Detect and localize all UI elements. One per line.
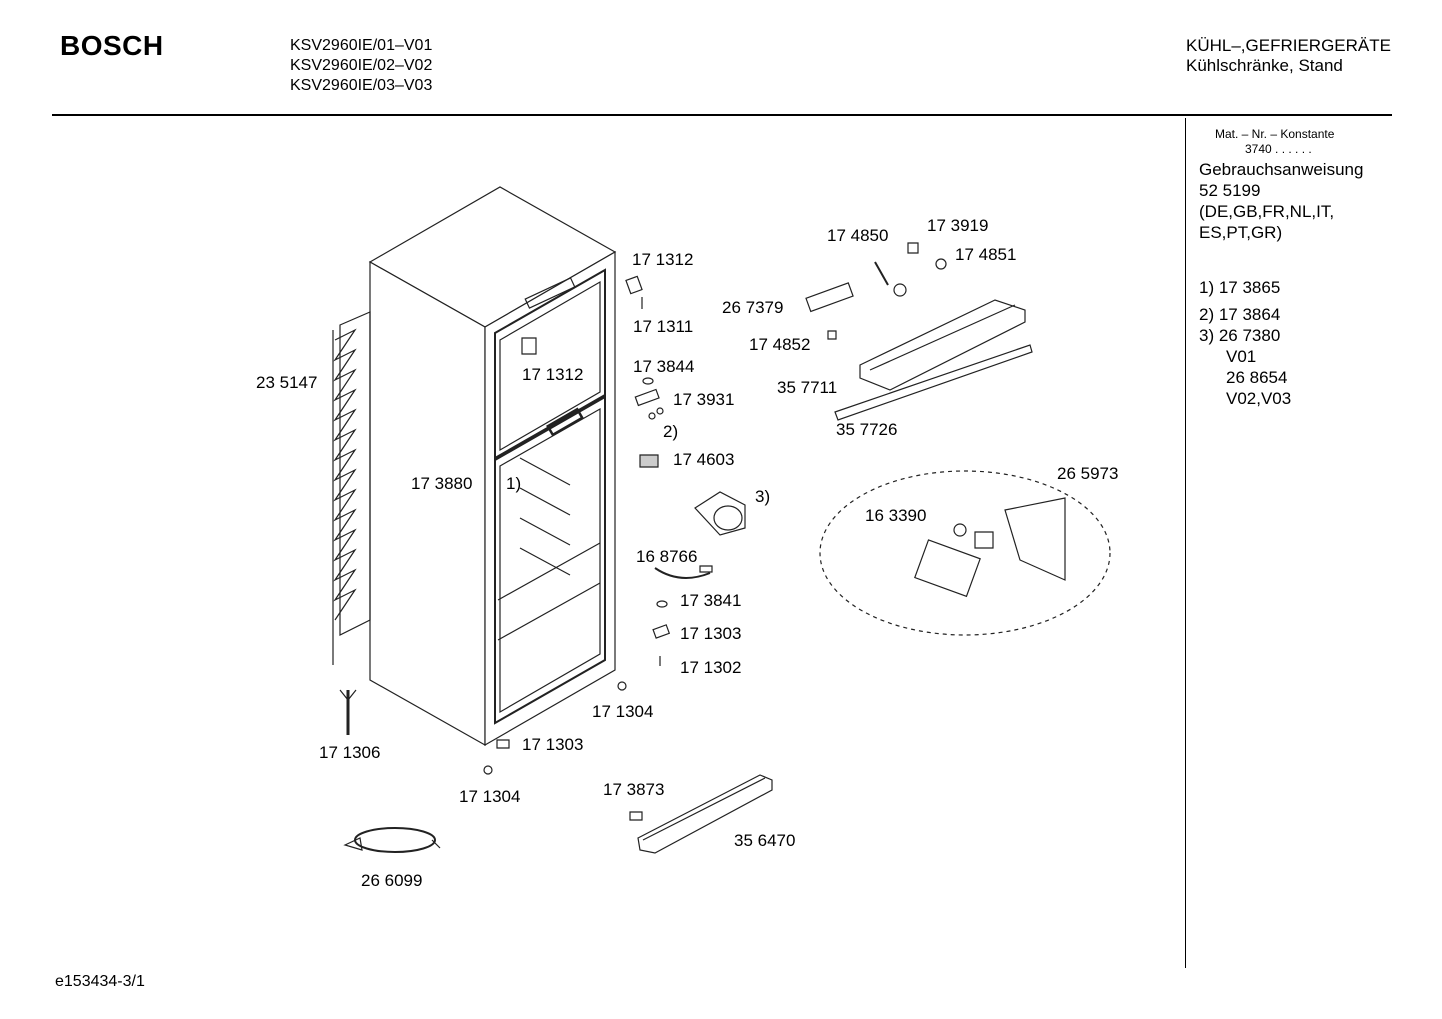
part-label: 17 3844	[633, 357, 695, 376]
part-label: 17 1303	[680, 624, 742, 643]
sidebar-divider	[1185, 118, 1186, 968]
cabinet-body	[370, 187, 615, 745]
part-label: 17 1304	[459, 787, 521, 806]
note-3-v01: V01	[1226, 347, 1257, 366]
mat-nr-value: 3740 . . . . . .	[1245, 142, 1312, 156]
part-label: 17 1304	[592, 702, 654, 721]
small-parts	[340, 276, 745, 774]
power-cord	[345, 828, 440, 852]
category: KÜHL–,GEFRIERGERÄTE Kühlschränke, Stand	[1186, 36, 1391, 76]
part-label: 2)	[663, 422, 679, 441]
part-label: 1)	[506, 474, 522, 493]
part-label: 35 6470	[734, 831, 796, 850]
model-1: KSV2960IE/01–V01	[290, 37, 433, 54]
part-label: 17 3873	[603, 780, 665, 799]
part-label: 26 6099	[361, 871, 423, 890]
manual-number: 52 5199	[1199, 181, 1261, 200]
part-label: 17 1303	[522, 735, 584, 754]
header-divider	[52, 114, 1392, 116]
part-label: 17 1312	[522, 365, 584, 384]
document-id: e153434-3/1	[55, 973, 145, 990]
part-label: 16 8766	[636, 547, 698, 566]
part-label: 17 3841	[680, 591, 742, 610]
part-label: 17 4851	[955, 245, 1017, 264]
part-label: 17 1306	[319, 743, 381, 762]
part-label: 17 3880	[411, 474, 473, 493]
part-label: 17 1311	[633, 317, 694, 336]
part-label: 17 3919	[927, 216, 989, 235]
category-line-1: KÜHL–,GEFRIERGERÄTE	[1186, 36, 1391, 55]
mat-nr-label: Mat. – Nr. – Konstante	[1215, 127, 1335, 141]
manual-title: Gebrauchsanweisung	[1199, 160, 1364, 179]
brand-logo: BOSCH	[60, 30, 164, 61]
manual-langs-2: ES,PT,GR)	[1199, 223, 1283, 242]
part-label: 17 3931	[673, 390, 735, 409]
category-line-2: Kühlschränke, Stand	[1186, 56, 1343, 75]
note-2: 2) 17 3864	[1199, 305, 1281, 324]
part-label: 35 7711	[777, 378, 838, 397]
note-3-alt: 26 8654	[1226, 368, 1288, 387]
manual-langs-1: (DE,GB,FR,NL,IT,	[1199, 202, 1335, 221]
model-list: KSV2960IE/01–V01 KSV2960IE/02–V02 KSV296…	[290, 36, 432, 96]
part-label: 17 1312	[632, 250, 694, 269]
part-label: 26 7379	[722, 298, 784, 317]
part-label: 17 1302	[680, 658, 742, 677]
model-2: KSV2960IE/02–V02	[290, 57, 433, 74]
part-label: 23 5147	[256, 373, 318, 392]
kick-plate	[630, 775, 772, 853]
condenser-coil	[333, 312, 370, 665]
part-label: 35 7726	[836, 420, 898, 439]
control-panel	[806, 243, 1032, 420]
fan-assembly	[820, 471, 1110, 635]
part-label: 26 5973	[1057, 464, 1119, 483]
note-1: 1) 17 3865	[1199, 278, 1281, 297]
part-label: 17 4852	[749, 335, 811, 354]
part-label: 17 4850	[827, 226, 889, 245]
note-3: 3) 26 7380	[1199, 326, 1281, 345]
part-label: 3)	[755, 487, 771, 506]
note-3-v02v03: V02,V03	[1226, 389, 1292, 408]
model-3: KSV2960IE/03–V03	[290, 77, 433, 94]
part-label: 17 4603	[673, 450, 735, 469]
part-label: 16 3390	[865, 506, 927, 525]
